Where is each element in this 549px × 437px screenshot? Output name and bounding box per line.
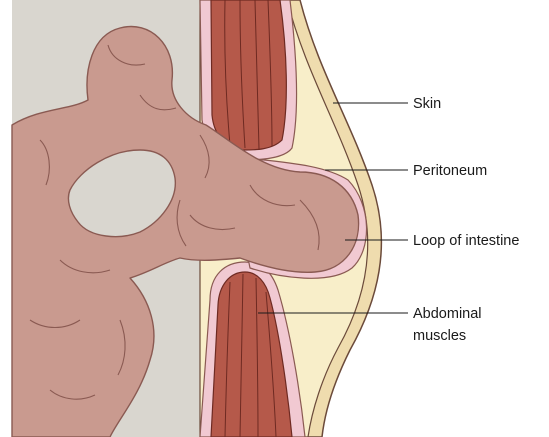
abdominal-muscles-label-line1: Abdominal bbox=[413, 306, 482, 322]
loop-of-intestine-label: Loop of intestine bbox=[413, 233, 519, 249]
skin-label: Skin bbox=[413, 96, 441, 112]
abdominal-muscles-label-line2: muscles bbox=[413, 328, 466, 344]
upper-abdominal-muscle bbox=[211, 0, 286, 150]
peritoneum-label: Peritoneum bbox=[413, 163, 487, 179]
